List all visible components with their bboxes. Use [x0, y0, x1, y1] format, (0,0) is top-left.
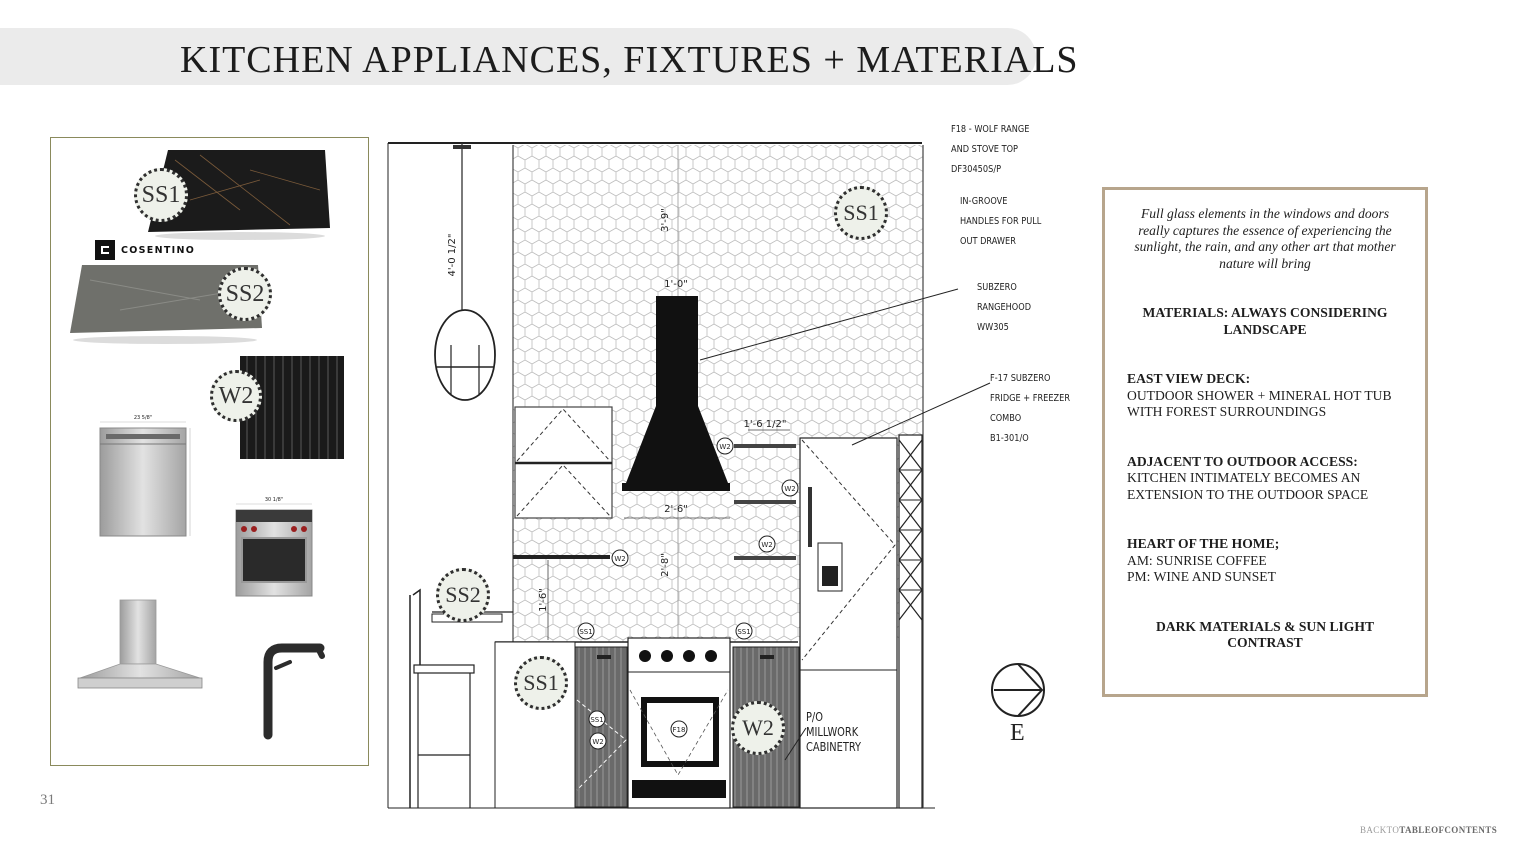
callout-line: B1-301/O: [990, 433, 1029, 444]
cosentino-icon: [95, 240, 115, 260]
faucet-image: [263, 643, 325, 740]
dim-hood-top: 1'-0": [664, 279, 688, 290]
dishwasher-image: [99, 421, 191, 537]
tag-ss1-counter: SS1: [514, 656, 568, 710]
callout-handles: IN-GROOVE HANDLES FOR PULL OUT DRAWER: [960, 192, 1041, 252]
back-link-prefix: BACKTO: [1360, 825, 1400, 835]
cosentino-logo: COSENTINO: [95, 240, 195, 260]
small-tag-w2-cabinet: W2: [592, 738, 603, 746]
callout-line: WW305: [977, 322, 1009, 333]
small-tag-w2-cabinet-circle: [589, 732, 607, 750]
dim-hood-base: 2'-6": [664, 504, 688, 515]
small-tag-ss1-left: SS1: [579, 628, 592, 636]
callout-line: DF30450S/P: [951, 164, 1002, 175]
callout-line: OUT DRAWER: [960, 236, 1016, 247]
dim-hood-height: 3'-9": [660, 208, 671, 232]
small-tag-ss1-cabinet: SS1: [590, 716, 603, 724]
callout-wolf-range: F18 - WOLF RANGE AND STOVE TOP DF30450S/…: [951, 120, 1029, 180]
small-tag-f18-circle: [670, 720, 688, 738]
tag-w2: W2: [210, 370, 262, 422]
small-tag-w2-shelf2: W2: [784, 485, 795, 493]
tag-ss2: SS2: [218, 267, 272, 321]
page-number: 31: [40, 792, 55, 808]
notes-east-body: OUTDOOR SHOWER + MINERAL HOT TUB WITH FO…: [1127, 387, 1392, 420]
ss2-stone-swatch: [70, 265, 262, 344]
rangehood-image: [77, 599, 203, 689]
small-tag-w2-shelf1: W2: [719, 443, 730, 451]
dim-bar: 1'-6": [538, 588, 549, 612]
small-tag-ss1-right: SS1: [737, 628, 750, 636]
notes-adjacent-body: KITCHEN INTIMATELY BECOMES AN EXTENSION …: [1127, 470, 1369, 502]
small-tag-w2-shelf3-circle: [758, 535, 776, 553]
small-tag-ss1-right-circle: [735, 622, 753, 640]
small-tag-w2-shelf3: W2: [761, 541, 772, 549]
notes-east-heading: EAST VIEW DECK:: [1127, 371, 1251, 386]
tag-ss1: SS1: [134, 168, 188, 222]
small-tag-ss1-left-circle: [577, 622, 595, 640]
millwork-line: CABINETRY: [806, 740, 862, 754]
title-bar: [0, 28, 1036, 85]
callout-line: IN-GROOVE: [960, 196, 1008, 207]
notes-intro: Full glass elements in the windows and d…: [1134, 206, 1396, 271]
callout-line: SUBZERO: [977, 282, 1017, 293]
callout-line: AND STOVE TOP: [951, 144, 1018, 155]
millwork-line: P/O: [806, 710, 824, 724]
callout-line: HANDLES FOR PULL: [960, 216, 1042, 227]
notes-heart-heading: HEART OF THE HOME;: [1127, 536, 1280, 551]
range-dim-label: 30 1/8": [265, 497, 283, 503]
notes-east-view: EAST VIEW DECK: OUTDOOR SHOWER + MINERAL…: [1127, 371, 1403, 421]
page-title: KITCHEN APPLIANCES, FIXTURES + MATERIALS: [180, 39, 1079, 81]
small-tag-w2-left: W2: [614, 555, 625, 563]
materials-board: [50, 137, 369, 766]
dishwasher-dim-label: 23 5/8": [134, 415, 152, 421]
notes-heart: HEART OF THE HOME; AM: SUNRISE COFFEE PM…: [1127, 536, 1403, 586]
compass-icon: [991, 663, 1045, 717]
kitchen-elevation-drawing: [387, 142, 991, 809]
millwork-line: MILLWORK: [806, 725, 859, 739]
callout-line: FRIDGE + FREEZER: [990, 393, 1071, 404]
back-link-bold: TABLEOFCONTENTS: [1399, 825, 1498, 835]
notes-adjacent: ADJACENT TO OUTDOOR ACCESS: KITCHEN INTI…: [1127, 454, 1403, 504]
small-tag-w2-shelf2-circle: [781, 479, 799, 497]
range-image: [235, 503, 313, 597]
notes-heart-line1: AM: SUNRISE COFFEE: [1127, 552, 1267, 568]
callout-rangehood: SUBZERO RANGEHOOD WW305: [977, 278, 1031, 338]
small-tag-f18: F18: [673, 726, 686, 734]
notes-contrast-heading: DARK MATERIALS & SUN LIGHT CONTRAST: [1155, 618, 1375, 651]
back-to-toc-link[interactable]: BACKTOTABLEOFCONTENTS: [1360, 825, 1497, 835]
notes-materials-heading: MATERIALS: ALWAYS CONSIDERING LANDSCAPE: [1142, 305, 1388, 337]
dim-backsplash: 2'-8": [660, 553, 671, 577]
brand-name: COSENTINO: [121, 244, 196, 256]
design-notes-box: Full glass elements in the windows and d…: [1102, 187, 1428, 697]
notes-heart-line2: PM: WINE AND SUNSET: [1127, 569, 1276, 584]
callout-line: F-17 SUBZERO: [990, 373, 1051, 384]
small-tag-ss1-cabinet-circle: [588, 710, 606, 728]
callout-line: COMBO: [990, 413, 1022, 424]
compass-label: E: [1010, 720, 1025, 746]
ss1-stone-swatch: [148, 150, 330, 240]
callout-fridge: F-17 SUBZERO FRIDGE + FREEZER COMBO B1-3…: [990, 369, 1070, 449]
tag-ss1-backsplash: SS1: [834, 186, 888, 240]
tag-w2-cabinet: W2: [731, 701, 785, 755]
tag-ss2-counter: SS2: [436, 568, 490, 622]
callout-line: RANGEHOOD: [977, 302, 1032, 313]
millwork-note: P/O MILLWORK CABINETRY: [806, 710, 861, 755]
small-tag-w2-left-circle: [611, 549, 629, 567]
dim-shelf: 1'-6 1/2": [744, 419, 787, 430]
callout-line: F18 - WOLF RANGE: [951, 124, 1030, 135]
dim-pendant-drop: 4'-0 1/2": [447, 234, 458, 277]
notes-adjacent-heading: ADJACENT TO OUTDOOR ACCESS:: [1127, 453, 1358, 469]
small-tag-w2-shelf1-circle: [716, 437, 734, 455]
